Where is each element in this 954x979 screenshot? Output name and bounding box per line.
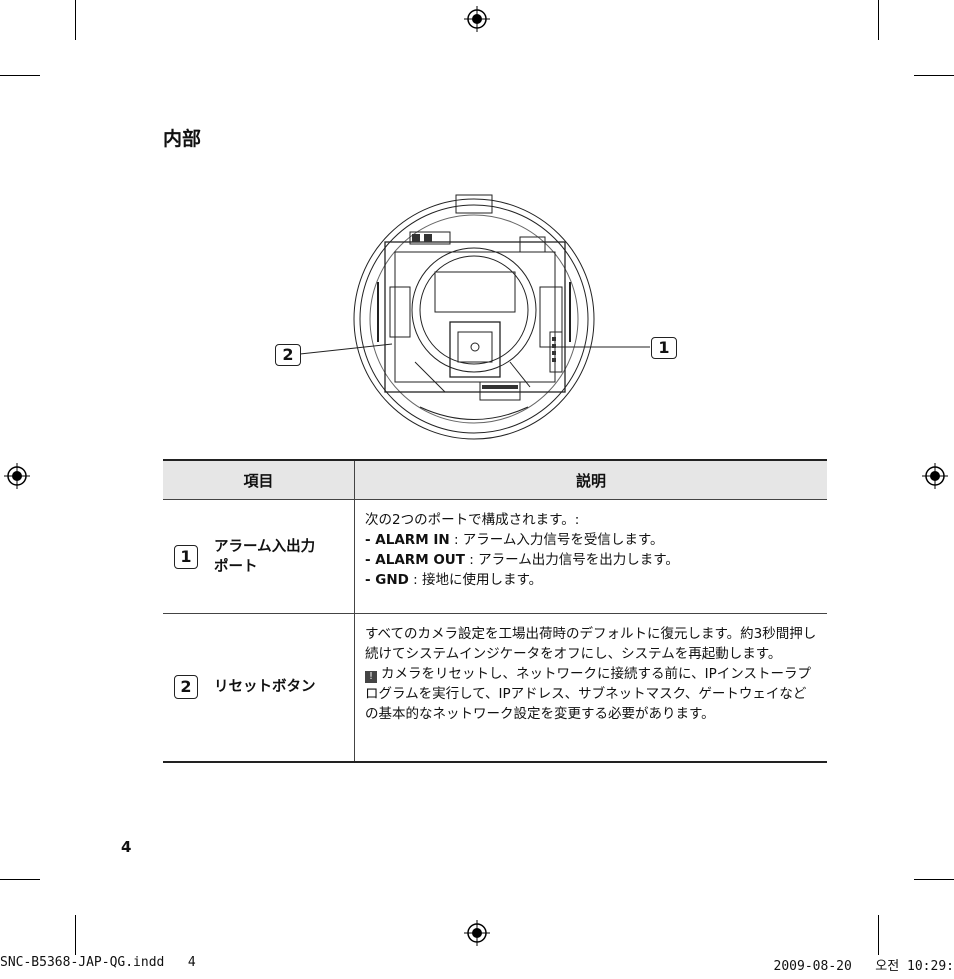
item-name: アラーム入出力 ポート [214,538,316,575]
registration-mark-icon [464,920,490,946]
number-badge-icon: 1 [174,544,198,569]
registration-mark-icon [464,6,490,32]
camera-interior-figure: 2 1 [270,192,690,442]
callout-2-icon: 2 [275,344,301,366]
port-key: - ALARM OUT [365,552,465,568]
port-text: : アラーム入力信号を受信します。 [449,532,664,548]
port-key: - ALARM IN [365,532,450,548]
registration-mark-icon [4,463,30,489]
port-line: - ALARM OUT : アラーム出力信号を出力します。 [365,550,817,570]
crop-mark [914,75,954,76]
crop-mark [914,879,954,880]
table-row: 1 アラーム入出力 ポート 次の2つのポートで構成されます。: - ALARM … [163,499,827,614]
crop-mark [75,0,76,40]
description-cell: すべてのカメラ設定を工場出荷時のデフォルトに復元します。約3秒間押し続けてシステ… [354,613,827,763]
port-key: - GND [365,572,409,588]
table-row: 2 リセットボタン すべてのカメラ設定を工場出荷時のデフォルトに復元します。約3… [163,613,827,763]
slug-date: 2009-08-20 오전 10:29: [773,959,954,974]
number-badge-icon: 2 [174,675,198,700]
port-line: - GND : 接地に使用します。 [365,570,817,590]
description-intro: 次の2つのポートで構成されます。: [365,512,580,528]
description-cell: 次の2つのポートで構成されます。: - ALARM IN : アラーム入力信号を… [354,499,827,614]
slug-filename: SNC-B5368-JAP-QG.indd 4 [0,955,196,970]
note-text: カメラをリセットし、ネットワークに接続する前に、IPインストーラプログラムを実行… [365,666,811,722]
note: !カメラをリセットし、ネットワークに接続する前に、IPインストーラプログラムを実… [365,664,817,724]
page-number: 4 [121,838,132,856]
section-title: 内部 [163,128,202,150]
port-text: : アラーム出力信号を出力します。 [464,552,679,568]
table-header-row: 項目 説明 [163,459,827,500]
crop-mark [0,75,40,76]
item-cell: 1 アラーム入出力 ポート [163,499,355,614]
crop-mark [75,915,76,955]
crop-mark [0,879,40,880]
component-table: 項目 説明 1 アラーム入出力 ポート 次の2つのポートで構成されます。: - … [163,459,827,763]
description-intro: すべてのカメラ設定を工場出荷時のデフォルトに復元します。約3秒間押し続けてシステ… [365,626,817,662]
camera-interior-illustration [299,194,650,440]
port-text: : 接地に使用します。 [408,572,543,588]
note-icon: ! [365,671,377,683]
registration-mark-icon [922,463,948,489]
crop-mark [878,0,879,40]
item-cell: 2 リセットボタン [163,613,355,763]
header-description: 説明 [354,459,827,500]
port-line: - ALARM IN : アラーム入力信号を受信します。 [365,530,817,550]
callout-1-icon: 1 [651,337,677,359]
item-name: リセットボタン [214,679,316,696]
header-item: 項目 [163,459,355,500]
crop-mark [878,915,879,955]
